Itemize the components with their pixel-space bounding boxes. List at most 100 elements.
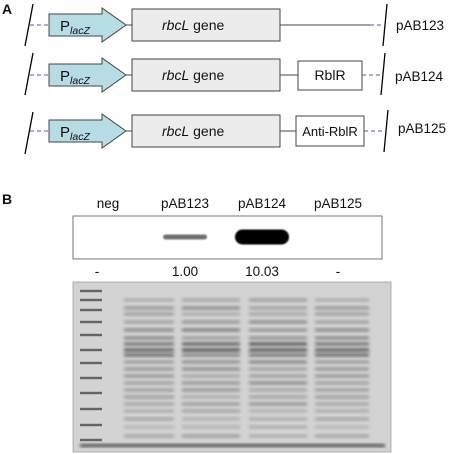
gel-band (249, 342, 307, 346)
gel-band (124, 425, 174, 429)
anti-rblr-label: Anti-RblR (302, 124, 358, 139)
rblr-label: RblR (314, 67, 345, 83)
gel-band (249, 353, 307, 357)
gel-marker-band (80, 289, 102, 293)
anti-rblr-box (295, 115, 365, 147)
gel-band (315, 320, 369, 324)
gel-band (249, 328, 307, 332)
gel-band (124, 409, 174, 413)
gel-band (124, 367, 174, 371)
gel-band (315, 298, 369, 302)
gel-marker-band (80, 361, 102, 365)
gel-band (182, 298, 240, 302)
gel-band (249, 336, 307, 340)
gel-marker-band (80, 320, 102, 324)
sds-page-gel (72, 281, 392, 453)
gel-band (124, 402, 174, 406)
rbcl-gene-label: rbcL gene (162, 67, 224, 83)
plasmid-label: pAB125 (398, 121, 446, 136)
gel-band (124, 381, 174, 385)
gel-band (249, 374, 307, 378)
gel-band (315, 374, 369, 378)
gel-band (315, 395, 369, 399)
gel-band (315, 336, 369, 340)
left-end-bar (24, 111, 34, 155)
panel-b-label: B (2, 191, 12, 207)
gel-band (182, 328, 240, 332)
right-end-bar (380, 52, 386, 96)
construct-pab125: PlacZ rbcL gene Anti-RblR pAB125 (24, 109, 446, 155)
gel-band (124, 298, 174, 302)
gel-band (249, 425, 307, 429)
gel-band (124, 417, 174, 421)
construct-pab123: PlacZ rbcL gene pAB123 (24, 3, 444, 47)
gel-band (182, 353, 240, 357)
rbcl-gene-label: rbcL gene (162, 123, 224, 139)
gel-band (315, 409, 369, 413)
panel-a-label: A (2, 1, 12, 17)
quant-pab125: - (336, 264, 341, 279)
gel-band (182, 360, 240, 364)
promoter-label: PlacZ (60, 124, 90, 143)
promoter-arrow (48, 57, 127, 93)
gel-band (315, 353, 369, 357)
western-blot (72, 215, 383, 260)
gel-marker-band (80, 333, 102, 337)
gel-band (315, 312, 369, 316)
gel-band (315, 306, 369, 310)
gel-band (124, 336, 174, 340)
gel-band (315, 434, 369, 438)
gel-band (315, 425, 369, 429)
gel-band (182, 409, 240, 413)
gel-band (124, 348, 174, 352)
gel-band (249, 417, 307, 421)
blot-band (235, 229, 289, 245)
gel-band (124, 360, 174, 364)
gel-marker-band (80, 438, 102, 442)
promoter-label: PlacZ (60, 18, 90, 37)
gel-band (249, 402, 307, 406)
gel-band (124, 306, 174, 310)
quant-neg: - (95, 264, 100, 279)
blot-band (163, 234, 207, 240)
gel-band (182, 348, 240, 352)
gel-band (182, 312, 240, 316)
gel-band (182, 381, 240, 385)
left-end-bar (24, 52, 34, 96)
gel-marker-band (80, 407, 102, 411)
rbcl-gene-box (131, 58, 281, 92)
gel-marker-band (80, 391, 102, 395)
promoter-arrow (48, 7, 127, 43)
gel-band (124, 353, 174, 357)
gel-band (182, 336, 240, 340)
gel-band (315, 388, 369, 392)
gel-dye-front (80, 444, 385, 447)
gel-band (182, 434, 240, 438)
gel-band (124, 388, 174, 392)
gel-band (249, 306, 307, 310)
gel-band (249, 395, 307, 399)
gel-band (124, 342, 174, 346)
gel-band (315, 360, 369, 364)
gel-marker-band (80, 308, 102, 312)
gel-band (249, 348, 307, 352)
gel-band (249, 312, 307, 316)
gel-marker-band (80, 298, 102, 302)
promoter-label: PlacZ (60, 68, 90, 87)
right-end-bar (383, 109, 389, 153)
quant-pab124: 10.03 (245, 264, 279, 279)
gel-band (249, 434, 307, 438)
gel-band (182, 402, 240, 406)
gel-band (182, 425, 240, 429)
gel-band (249, 298, 307, 302)
gel-band (249, 320, 307, 324)
gel-band (182, 374, 240, 378)
construct-pab124: PlacZ rbcL gene RblR pAB124 (24, 52, 444, 96)
plasmid-label: pAB124 (395, 69, 444, 84)
gel-marker-band (80, 376, 102, 380)
gel-band (315, 367, 369, 371)
gel-band (124, 320, 174, 324)
gel-band (315, 417, 369, 421)
gel-bands (80, 289, 385, 447)
